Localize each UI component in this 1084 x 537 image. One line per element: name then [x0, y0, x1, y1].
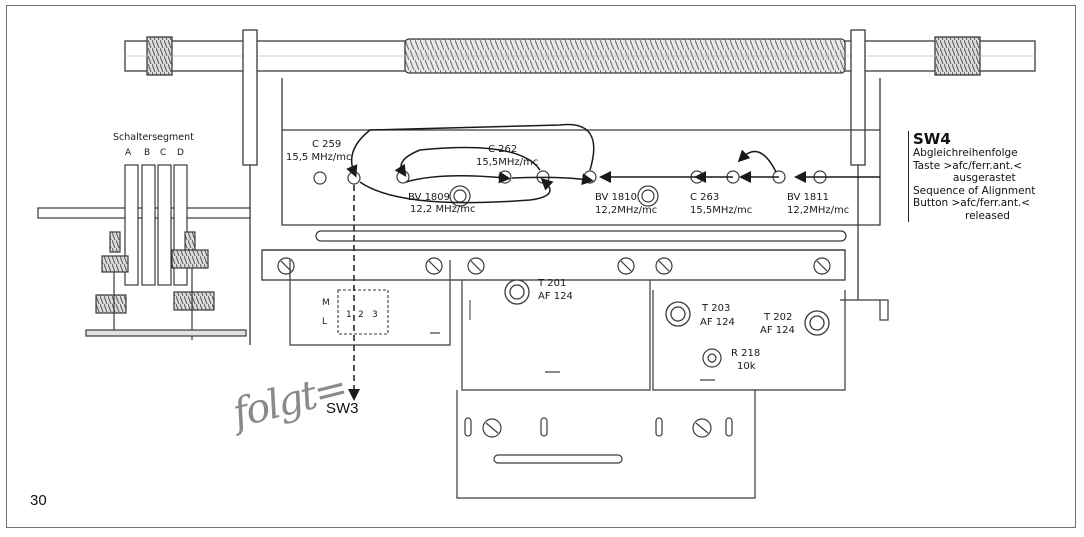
sheet-border [6, 5, 1076, 528]
band-switch-box [337, 289, 389, 335]
band-pos-3: 3 [372, 310, 378, 320]
sw4-line-1: Abgleichreihenfolge [913, 147, 1018, 159]
segment-letter-b: B [144, 148, 150, 158]
c262-freq: 15,5MHz/mc [476, 157, 538, 168]
bv1809-freq: 12,2 MHz/mc [410, 204, 475, 215]
t203-type: AF 124 [700, 317, 735, 328]
band-l-label: L [322, 317, 327, 327]
c259-name: C 259 [312, 139, 341, 150]
bv1810-name: BV 1810 [595, 192, 637, 203]
sw4-line-5: Button >afc/ferr.ant.< [913, 197, 1031, 209]
alignment-sequence-path [346, 123, 880, 401]
switch-segment-labels: Schaltersegment A B C D [113, 132, 194, 158]
sw4-alignment-note: SW4 Abgleichreihenfolge Taste >afc/ferr.… [908, 131, 1083, 222]
t202-name: T 202 [763, 312, 792, 323]
c262-name: C 262 [488, 144, 517, 155]
sw4-line-2: Taste >afc/ferr.ant.< [913, 159, 1023, 172]
sw4-title: SW4 [913, 130, 951, 148]
c263-name: C 263 [690, 192, 719, 203]
t201-name: T 201 [537, 278, 566, 289]
band-pos-2: 2 [358, 310, 364, 320]
component-labels: C 259 15,5 MHz/mc C 262 15,5MHz/mc BV 18… [286, 139, 849, 372]
switch-segment-title: Schaltersegment [113, 132, 194, 143]
switch-segment [37, 164, 251, 340]
sw4-line-6: released [965, 209, 1010, 222]
sw4-line-3: ausgerastet [953, 172, 1016, 184]
board-outlines [289, 260, 889, 499]
bv1809-name: BV 1809 [408, 192, 450, 203]
bv1811-name: BV 1811 [787, 192, 829, 203]
c259-freq: 15,5 MHz/mc [286, 152, 351, 163]
bv1811-freq: 12,2MHz/mc [787, 205, 849, 216]
t203-name: T 203 [701, 303, 730, 314]
transistor-cans [504, 279, 830, 336]
sw3-label: SW3 [326, 400, 359, 417]
bv1810-freq: 12,2MHz/mc [595, 205, 657, 216]
sw4-line-4: Sequence of Alignment [913, 184, 1036, 197]
r218-value: 10k [737, 361, 756, 372]
t201-type: AF 124 [538, 291, 573, 302]
band-pos-1: 1 [346, 310, 352, 320]
ferrite-antenna [124, 36, 1036, 76]
r218-name: R 218 [731, 348, 760, 359]
segment-letter-c: C [160, 148, 166, 158]
brackets [242, 29, 866, 345]
lower-screws [464, 417, 733, 438]
band-m-label: M [322, 298, 330, 308]
segment-letter-a: A [125, 148, 132, 158]
segment-letter-d: D [177, 148, 184, 158]
page-number: 30 [30, 492, 47, 509]
mounting-screws [277, 257, 831, 275]
r218-trimmer [702, 348, 722, 368]
c263-freq: 15,5MHz/mc [690, 205, 752, 216]
t202-type: AF 124 [760, 325, 795, 336]
